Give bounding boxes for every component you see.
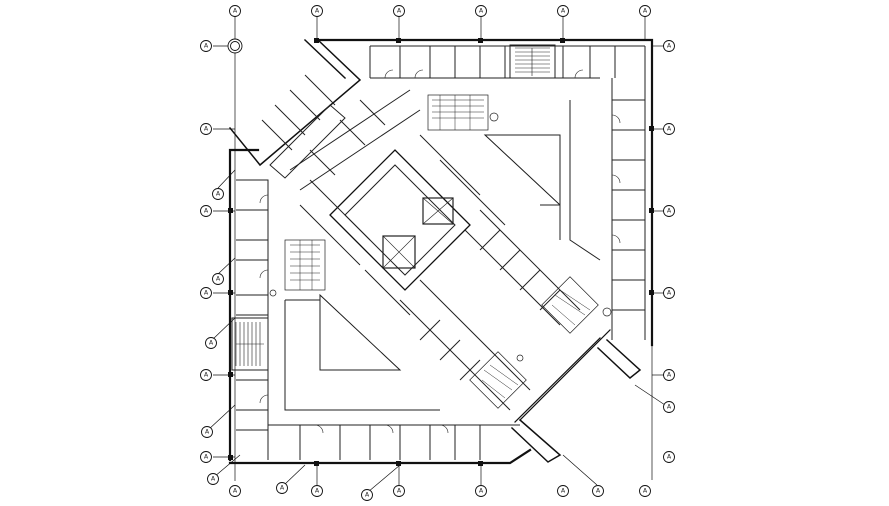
svg-text:A: A bbox=[204, 43, 209, 50]
grid-bubble: A bbox=[557, 5, 569, 17]
svg-text:A: A bbox=[204, 454, 209, 461]
svg-text:A: A bbox=[667, 372, 672, 379]
grid-bubble: A bbox=[663, 369, 675, 381]
svg-text:A: A bbox=[315, 488, 320, 495]
grid-bubble: A bbox=[663, 40, 675, 52]
grid-bubble: A bbox=[200, 287, 212, 299]
svg-text:A: A bbox=[596, 488, 601, 495]
door-swings bbox=[259, 69, 621, 434]
perimeter-offices bbox=[236, 45, 646, 460]
svg-text:A: A bbox=[667, 208, 672, 215]
grid-bubble: A bbox=[475, 5, 487, 17]
grid-bubble: A bbox=[663, 287, 675, 299]
grid-bubble: A bbox=[276, 482, 288, 494]
grid-bubble: A bbox=[212, 273, 224, 285]
grid-bubble: A bbox=[229, 5, 241, 17]
svg-text:A: A bbox=[667, 126, 672, 133]
svg-text:A: A bbox=[280, 485, 285, 492]
svg-text:A: A bbox=[643, 8, 648, 15]
stairwells bbox=[231, 44, 556, 371]
grid-bubble: A bbox=[663, 123, 675, 135]
grid-bubble: A bbox=[212, 188, 224, 200]
diagonal-offices bbox=[284, 89, 601, 411]
grid-bubble: A bbox=[229, 485, 241, 497]
svg-text:A: A bbox=[561, 488, 566, 495]
svg-text:A: A bbox=[205, 429, 210, 436]
grid-bubble: A bbox=[393, 485, 405, 497]
grid-bubble: A bbox=[311, 5, 323, 17]
svg-text:A: A bbox=[667, 43, 672, 50]
grid-bubble: A bbox=[663, 451, 675, 463]
grid-bubble-double bbox=[227, 38, 243, 54]
svg-text:A: A bbox=[365, 492, 370, 499]
grid-bubble: A bbox=[200, 123, 212, 135]
svg-text:A: A bbox=[204, 126, 209, 133]
grid-bubble: A bbox=[361, 489, 373, 501]
grid-bubbles: A A A A A A A A A A A A A A A A A A A A … bbox=[200, 5, 675, 501]
svg-text:A: A bbox=[397, 488, 402, 495]
svg-text:A: A bbox=[204, 208, 209, 215]
grid-bubble: A bbox=[311, 485, 323, 497]
svg-text:A: A bbox=[667, 290, 672, 297]
central-core bbox=[299, 134, 506, 316]
svg-text:A: A bbox=[233, 488, 238, 495]
grid-bubble: A bbox=[200, 369, 212, 381]
svg-text:A: A bbox=[397, 8, 402, 15]
svg-text:A: A bbox=[479, 8, 484, 15]
structural-columns bbox=[228, 38, 654, 466]
grid-bubble: A bbox=[205, 337, 217, 349]
grid-bubble: A bbox=[207, 473, 219, 485]
plumbing-fixtures bbox=[269, 94, 612, 409]
svg-text:A: A bbox=[667, 454, 672, 461]
svg-text:A: A bbox=[204, 290, 209, 297]
grid-bubble: A bbox=[557, 485, 569, 497]
grid-bubble: A bbox=[201, 426, 213, 438]
svg-text:A: A bbox=[211, 476, 216, 483]
grid-bubble: A bbox=[639, 5, 651, 17]
grid-bubble: A bbox=[639, 485, 651, 497]
grid-bubble: A bbox=[475, 485, 487, 497]
column-grid-lines bbox=[207, 16, 666, 493]
svg-text:A: A bbox=[209, 340, 214, 347]
svg-text:A: A bbox=[233, 8, 238, 15]
svg-text:A: A bbox=[479, 488, 484, 495]
grid-bubble: A bbox=[663, 205, 675, 217]
svg-text:A: A bbox=[216, 191, 221, 198]
exterior-walls bbox=[228, 38, 654, 465]
svg-text:A: A bbox=[216, 276, 221, 283]
grid-bubble: A bbox=[592, 485, 604, 497]
svg-text:A: A bbox=[204, 372, 209, 379]
grid-bubble: A bbox=[663, 401, 675, 413]
grid-bubble: A bbox=[200, 451, 212, 463]
grid-bubble: A bbox=[200, 205, 212, 217]
svg-text:A: A bbox=[561, 8, 566, 15]
grid-bubble: A bbox=[200, 40, 212, 52]
svg-text:A: A bbox=[667, 404, 672, 411]
grid-bubble: A bbox=[393, 5, 405, 17]
svg-text:A: A bbox=[315, 8, 320, 15]
svg-text:A: A bbox=[643, 488, 648, 495]
